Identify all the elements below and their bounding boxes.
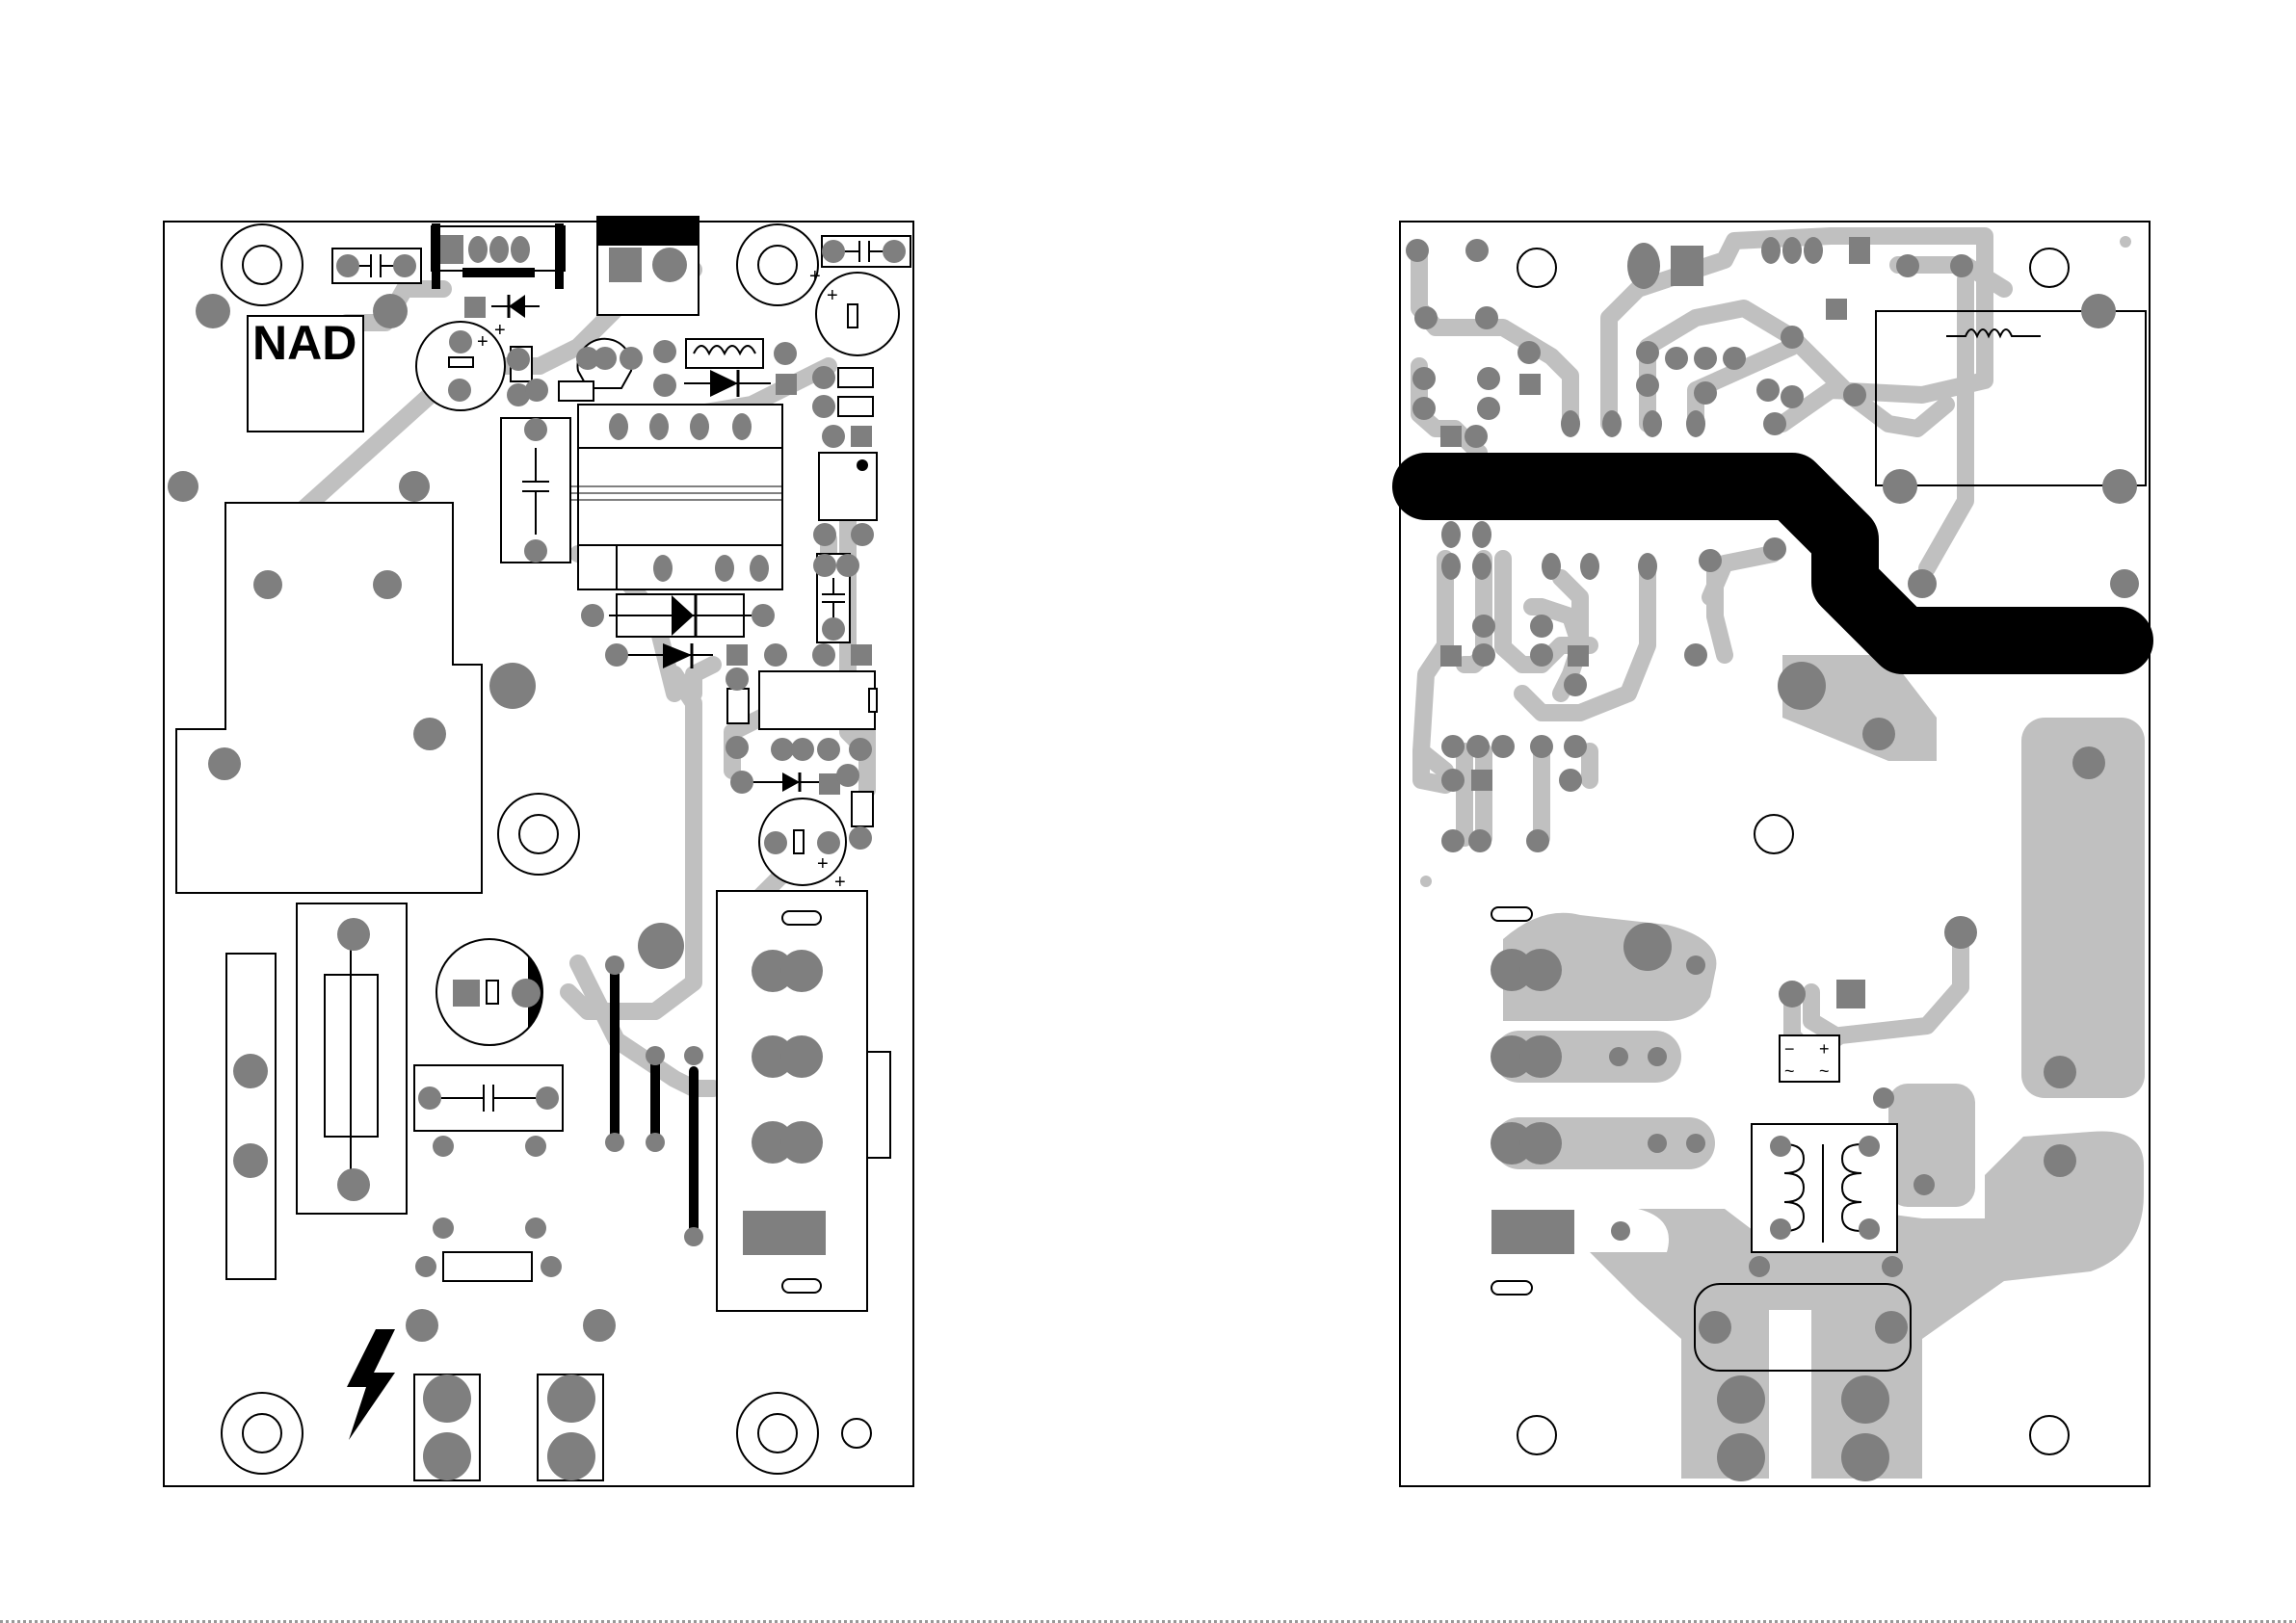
- mounting-hole-icon: [1517, 1416, 1556, 1454]
- resistor: [443, 1252, 532, 1281]
- resistor: [838, 397, 873, 416]
- mounting-hole-icon: [737, 1393, 818, 1474]
- connector-pin-square: [743, 1211, 826, 1255]
- bridge-minus: −: [1784, 1039, 1795, 1059]
- x-capacitor: [226, 954, 276, 1279]
- connector-latch: [555, 223, 564, 289]
- svg-text:+: +: [477, 331, 488, 353]
- resistor: [852, 792, 873, 826]
- svg-text:+: +: [817, 853, 829, 875]
- resistor: [838, 368, 873, 387]
- solder-side-board: − + ~ ~: [1400, 222, 2150, 1486]
- regulator-tab: [597, 217, 699, 246]
- optocoupler: [819, 453, 877, 520]
- mounting-hole-icon: [1755, 815, 1793, 853]
- resistor: [727, 689, 749, 723]
- bridge-ac2: ~: [1819, 1061, 1830, 1081]
- mounting-hole-icon: [2030, 249, 2069, 287]
- svg-text:+: +: [827, 285, 838, 306]
- svg-text:+: +: [809, 266, 821, 287]
- resistor: [559, 381, 594, 401]
- connector-latch: [432, 223, 440, 289]
- mounting-hole-icon: [1517, 249, 1556, 287]
- diode-icon: [609, 594, 752, 637]
- svg-text:+: +: [834, 872, 846, 893]
- nad-logo: NAD: [252, 316, 356, 370]
- small-hole: [842, 1419, 871, 1448]
- bridge-plus: +: [1819, 1039, 1830, 1059]
- svg-text:+: +: [494, 320, 506, 341]
- mounting-hole-icon: [737, 224, 818, 305]
- bridge-ac1: ~: [1784, 1061, 1795, 1081]
- mounting-hole-icon: [2030, 1416, 2069, 1454]
- mounting-hole-icon: [222, 224, 303, 305]
- mounting-hole-icon: [498, 794, 579, 875]
- component-side-board: NAD + + + + + +: [164, 217, 913, 1486]
- connector-bar: [462, 268, 535, 277]
- pwm-ic: [759, 671, 875, 729]
- mounting-hole-icon: [222, 1393, 303, 1474]
